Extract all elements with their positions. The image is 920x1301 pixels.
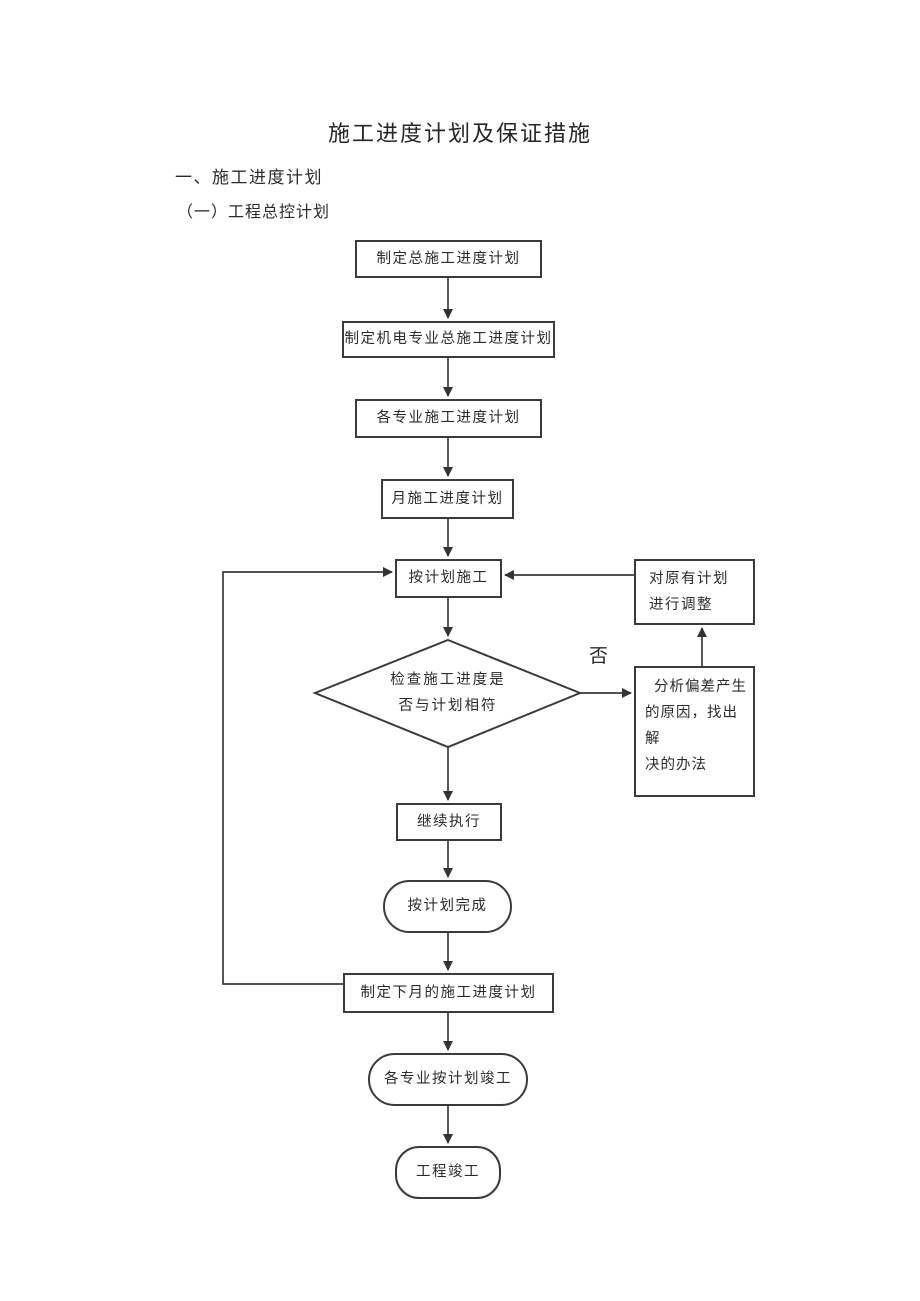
node-label: 制定机电专业总施工进度计划: [344, 331, 553, 347]
node-analyze-deviation: 分析偏差产生 的原因，找出解 决的办法: [634, 666, 755, 797]
node-check-progress-label: 检查施工进度是 否与计划相符: [390, 672, 506, 714]
node-label: 工程竣工: [416, 1164, 480, 1180]
node-label: 各专业按计划竣工: [384, 1071, 512, 1087]
node-make-mep-plan: 制定机电专业总施工进度计划: [342, 321, 555, 358]
node-label: 按计划施工: [408, 570, 489, 586]
node-label: 制定总施工进度计划: [376, 250, 521, 267]
node-continue-execution: 继续执行: [396, 803, 502, 841]
node-label: 各专业施工进度计划: [376, 410, 521, 426]
node-label: 继续执行: [417, 813, 481, 830]
node-label: 分析偏差产生 的原因，找出解 决的办法: [645, 679, 747, 773]
subsection-heading: （一）工程总控计划: [177, 204, 331, 221]
node-complete-on-plan: 按计划完成: [383, 880, 512, 933]
section-heading: 一、施工进度计划: [175, 168, 323, 187]
node-trades-finish: 各专业按计划竣工: [368, 1053, 528, 1106]
node-label: 月施工进度计划: [391, 490, 504, 507]
node-monthly-plan: 月施工进度计划: [381, 479, 514, 519]
node-project-finish: 工程竣工: [395, 1146, 501, 1199]
node-adjust-plan: 对原有计划 进行调整: [634, 559, 755, 625]
node-label: 按计划完成: [407, 898, 488, 914]
node-execute-plan: 按计划施工: [395, 559, 502, 598]
node-per-trade-plan: 各专业施工进度计划: [355, 399, 542, 438]
node-next-month-plan: 制定下月的施工进度计划: [343, 973, 554, 1013]
node-make-master-plan: 制定总施工进度计划: [355, 240, 542, 278]
edge-label-no: 否: [589, 646, 609, 667]
node-label: 制定下月的施工进度计划: [360, 984, 537, 1001]
document-title: 施工进度计划及保证措施: [327, 121, 592, 146]
node-label: 对原有计划 进行调整: [649, 571, 729, 613]
